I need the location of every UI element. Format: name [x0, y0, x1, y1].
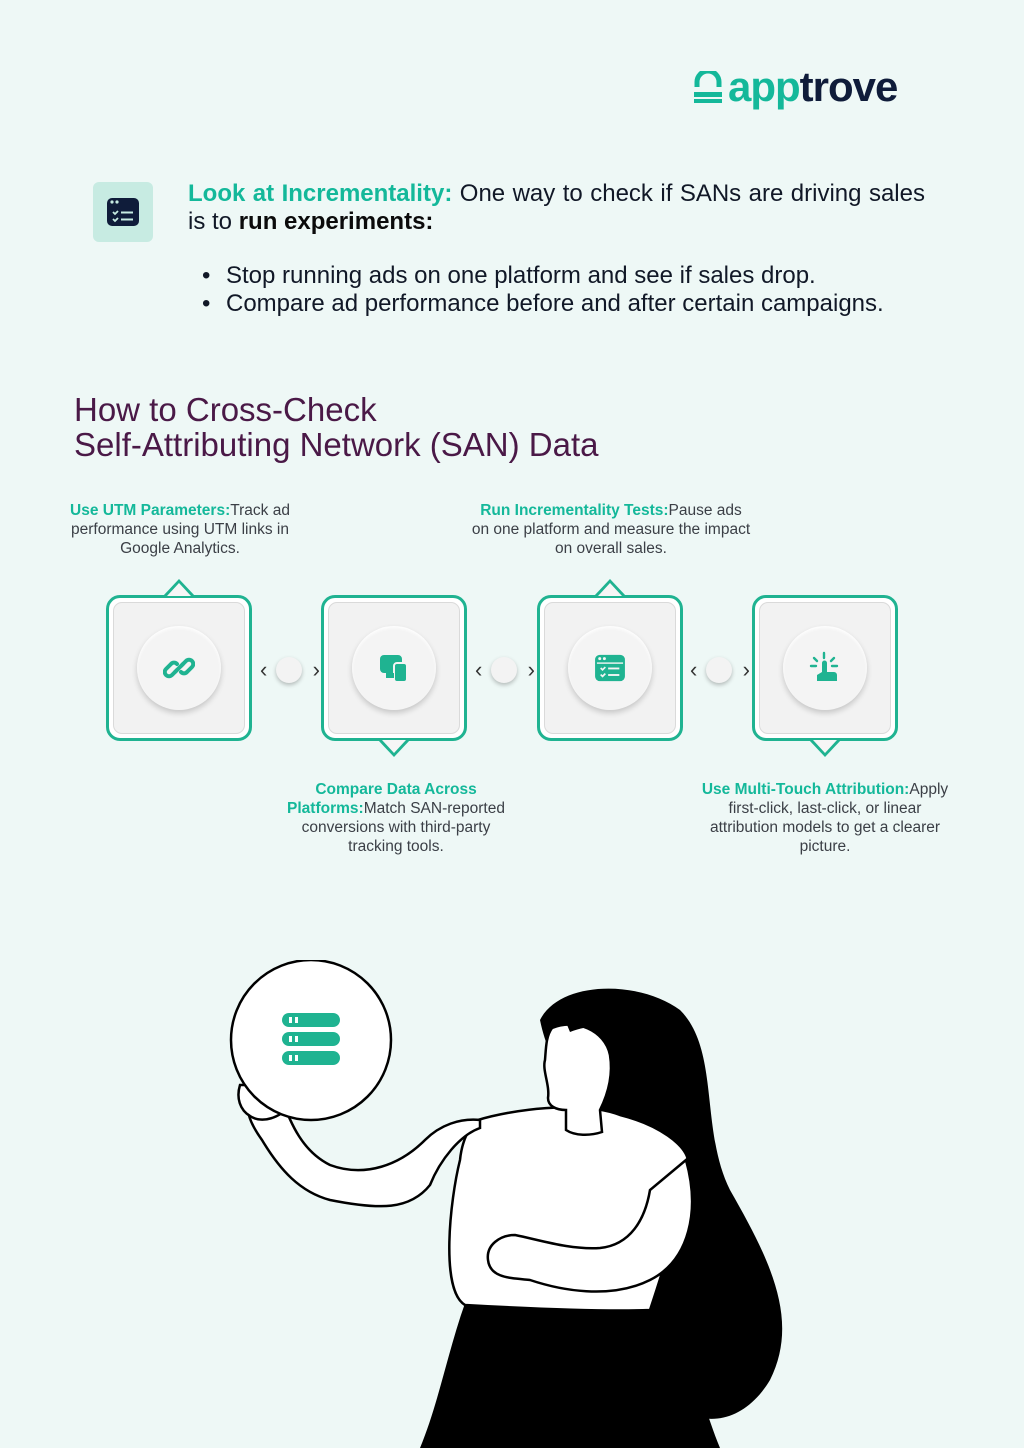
face: [543, 1023, 613, 1136]
incrementality-paragraph: Look at Incrementality: One way to check…: [188, 180, 925, 236]
devices-icon: [352, 626, 436, 710]
browser-checklist-icon: [93, 182, 153, 242]
callout-heading: Look at Incrementality:: [188, 180, 453, 207]
callout-pointer: [594, 579, 626, 596]
step-connector: ‹›: [690, 657, 750, 683]
browser-checklist-icon: [568, 626, 652, 710]
callout-pointer: [378, 740, 410, 757]
brand-wordmark: apptrove: [728, 63, 898, 110]
tap-icon: [783, 626, 867, 710]
skirt: [420, 1290, 720, 1448]
list-item: •Stop running ads on one platform and se…: [202, 262, 816, 289]
section-title: How to Cross-Check Self-Attributing Netw…: [74, 391, 599, 463]
step-3-card: [537, 579, 683, 741]
step-connector: ‹›: [260, 657, 320, 683]
list-item: •Compare ad performance before and after…: [202, 290, 884, 317]
callout-pointer: [163, 579, 195, 596]
folded-arm: [486, 1157, 694, 1293]
callout-body: One way to check if SANs are driving sal…: [188, 180, 925, 235]
woman-holding-server-icon-illustration: [229, 960, 783, 1448]
callout-pointer: [809, 740, 841, 757]
step-4-card: [752, 595, 898, 757]
apptrove-logo-mark-icon: [694, 71, 722, 103]
step-1-text: Use UTM Parameters:Track ad performance …: [70, 502, 290, 557]
step-4-text: Use Multi-Touch Attribution:Apply first-…: [701, 781, 949, 855]
server-stack-icon: [282, 1013, 340, 1065]
callout-emphasis: run experiments:: [238, 208, 434, 235]
step-3-text: Run Incrementality Tests:Pause ads on on…: [471, 502, 751, 557]
step-2-card: [321, 595, 467, 757]
experiment-bullet-list: •Stop running ads on one platform and se…: [200, 262, 925, 318]
brand-logo: apptrove: [694, 63, 898, 110]
step-connector: ‹›: [475, 657, 535, 683]
step-2-text: Compare Data Across Platforms:Match SAN-…: [287, 781, 505, 855]
link-icon: [137, 626, 221, 710]
step-1-card: [106, 579, 252, 741]
